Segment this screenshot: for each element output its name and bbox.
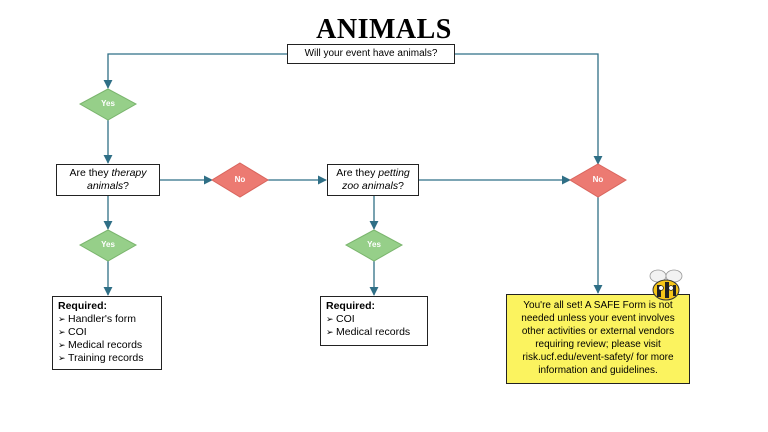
- decision-yes1: [78, 88, 138, 121]
- therapy-q-emphasis: therapy: [111, 167, 147, 179]
- question-petting-zoo: Are they petting zoo animals?: [327, 164, 419, 196]
- decision-yes3-label: Yes: [367, 240, 381, 249]
- all-set-note: You're all set! A SAFE Form is not neede…: [506, 294, 690, 384]
- petting-q-line2: zoo animals: [342, 180, 399, 192]
- list-item: Handler's form: [58, 313, 156, 326]
- petting-q-emphasis: petting: [378, 167, 410, 179]
- question-animals: Will your event have animals?: [287, 44, 455, 64]
- petting-q-prefix: Are they: [336, 167, 379, 179]
- list-item: Medical records: [326, 326, 422, 339]
- decision-no1: [211, 162, 269, 198]
- decision-no1-label: No: [234, 175, 246, 184]
- question-therapy-animals: Are they therapy animals?: [56, 164, 160, 196]
- decision-no2: [569, 163, 627, 198]
- decision-yes3: [344, 229, 404, 262]
- petting-q-suffix: ?: [398, 180, 404, 192]
- required-petting-box: Required: COI Medical records: [320, 296, 428, 346]
- required-therapy-heading: Required:: [58, 300, 108, 312]
- decision-yes1-label: Yes: [101, 99, 115, 108]
- decision-no2-label: No: [592, 175, 604, 184]
- list-item: Medical records: [58, 339, 156, 352]
- page-title: ANIMALS: [316, 14, 452, 45]
- decision-yes2-label: Yes: [101, 240, 115, 249]
- therapy-q-suffix: ?: [123, 180, 130, 192]
- decision-yes2: [78, 229, 138, 262]
- bee-mascot-icon: [649, 269, 683, 301]
- therapy-q-line2: animals: [86, 180, 124, 192]
- list-item: COI: [58, 326, 156, 339]
- connector-top-left: [103, 53, 287, 89]
- required-petting-heading: Required:: [326, 300, 376, 312]
- therapy-q-prefix: Are they: [69, 167, 112, 179]
- connector-top-right: [455, 53, 603, 165]
- list-item: Training records: [58, 352, 156, 365]
- list-item: COI: [326, 313, 422, 326]
- required-therapy-box: Required: Handler's form COI Medical rec…: [52, 296, 162, 370]
